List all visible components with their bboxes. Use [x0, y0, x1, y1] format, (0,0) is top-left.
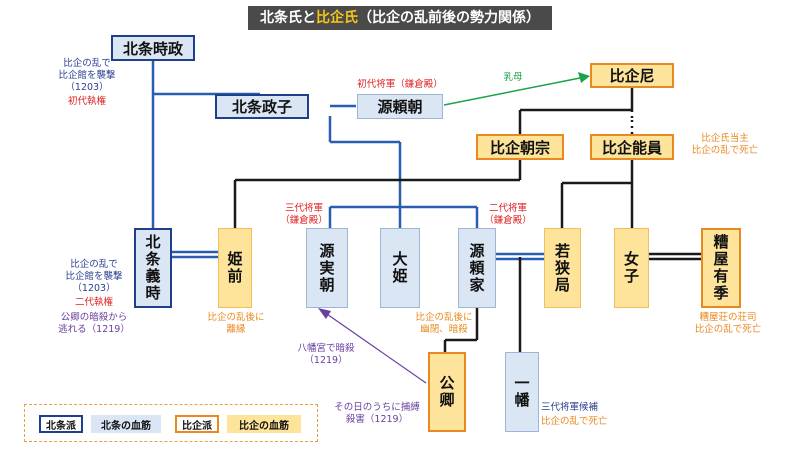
assassination-arrow — [318, 308, 427, 384]
person-yoshikazu: 比企能員 — [590, 134, 674, 160]
note-tokimasa-raid: 比企の乱で 比企館を襲撃 （1203） — [46, 58, 128, 94]
person-tokimasa: 北条時政 — [111, 35, 195, 61]
person-ohime: 大姫 — [380, 228, 420, 308]
person-tomomune: 比企朝宗 — [476, 134, 564, 160]
note-tokimasa-shikken: 初代執権 — [67, 96, 106, 107]
note-yoriie-fate: 比企の乱後に 幽閉、暗殺 — [405, 312, 483, 336]
title-subtitle: （比企の乱前後の勢力関係） — [358, 10, 540, 26]
person-ichiman: 一幡 — [505, 352, 539, 432]
note-yoshitoki-escape: 公卿の暗殺から 逃れる（1219） — [52, 312, 136, 336]
diagram-title: 北条氏と比企氏（比企の乱前後の勢力関係） — [248, 6, 552, 30]
legend-hojo-blood: 北条の血筋 — [91, 415, 161, 433]
legend-hojo-faction: 北条派 — [39, 415, 83, 433]
note-line: その日のうちに捕縛 — [334, 402, 420, 413]
note-line: 比企氏当主 — [701, 133, 749, 144]
person-joshi: 女子 — [614, 228, 649, 308]
note-hime-divorce: 比企の乱後に 離縁 — [194, 312, 278, 336]
note-yoritomo-shogun: 初代将軍（鎌倉殿） — [357, 79, 443, 90]
title-connector: と — [302, 10, 316, 26]
note-line: 幽閉、暗殺 — [420, 324, 468, 335]
note-line: 比企の乱で死亡 — [694, 324, 762, 335]
note-line: 逃れる（1219） — [58, 324, 130, 335]
note-ichiman-death: 比企の乱で死亡 — [541, 416, 608, 427]
person-kasuya: 糟屋有季 — [701, 228, 741, 308]
note-line: 八幡宮で暗殺 — [297, 343, 355, 354]
note-yoriie-shogun: 二代将軍 （鎌倉殿） — [472, 203, 544, 227]
person-kugyo: 公卿 — [428, 352, 466, 432]
note-kasuya: 糟屋荘の荘司 比企の乱で死亡 — [682, 312, 774, 336]
note-line: （1219） — [304, 355, 348, 366]
person-wakasa: 若狭局 — [544, 228, 581, 308]
title-hiki: 比企氏 — [316, 10, 358, 26]
note-line: 比企の乱で死亡 — [691, 145, 759, 156]
note-line: 比企の乱で — [70, 259, 118, 270]
note-line: 比企館を襲撃 — [65, 271, 123, 282]
note-line: 比企館を襲撃 — [58, 70, 116, 81]
nursing-arrow — [443, 72, 590, 106]
note-line: 比企の乱後に — [207, 312, 265, 323]
note-ichiman-candidate: 三代将軍候補 — [541, 402, 599, 413]
person-masako: 北条政子 — [215, 94, 309, 119]
note-line: 離縁 — [226, 324, 246, 335]
note-line: 殺害（1219） — [345, 414, 409, 425]
title-hojo: 北条氏 — [260, 10, 302, 26]
person-hiki-ama: 比企尼 — [590, 63, 674, 88]
hiki-lines — [233, 86, 701, 352]
note-line: 三代将軍 — [284, 203, 323, 214]
note-line: （1203） — [65, 82, 109, 93]
note-sanetomo-shogun: 三代将軍 （鎌倉殿） — [268, 203, 340, 227]
note-yoshitoki-shikken: 二代執権 — [74, 297, 113, 308]
note-yoshikazu: 比企氏当主 比企の乱で死亡 — [680, 133, 770, 157]
legend-hiki-blood: 比企の血筋 — [227, 415, 301, 433]
person-yoshitoki: 北条義時 — [134, 228, 172, 308]
note-line: （鎌倉殿） — [484, 215, 532, 226]
note-nyubo: 乳母 — [503, 72, 523, 83]
person-yoriie: 源頼家 — [458, 228, 496, 308]
legend: 北条派 北条の血筋 比企派 比企の血筋 — [24, 404, 318, 442]
note-line: 糟屋荘の荘司 — [699, 312, 757, 323]
note-line: 公卿の暗殺から — [60, 312, 128, 323]
note-line: （1203） — [72, 283, 116, 294]
note-kugyo: その日のうちに捕縛 殺害（1219） — [330, 402, 424, 426]
note-yoshitoki-raid: 比企の乱で 比企館を襲撃 （1203） — [56, 259, 132, 295]
note-line: （鎌倉殿） — [280, 215, 328, 226]
person-sanetomo: 源実朝 — [306, 228, 348, 308]
note-line: 比企の乱で — [63, 58, 111, 69]
note-hachiman: 八幡宮で暗殺 （1219） — [284, 343, 368, 367]
note-line: 比企の乱後に — [415, 312, 473, 323]
legend-hiki-faction: 比企派 — [175, 415, 219, 433]
note-line: 二代将軍 — [488, 203, 527, 214]
person-yoritomo: 源頼朝 — [357, 94, 443, 119]
person-hime-no-mae: 姫前 — [218, 228, 252, 308]
